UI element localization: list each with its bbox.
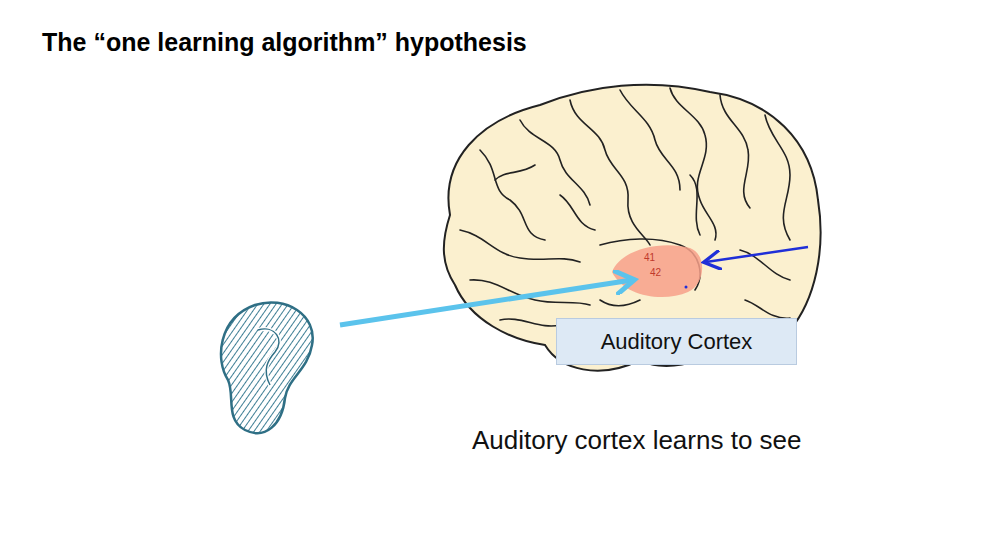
box-label: Auditory Cortex xyxy=(601,329,753,355)
callout-number: 42 xyxy=(650,267,661,278)
caption-text: Auditory cortex learns to see xyxy=(472,425,802,456)
callout-number: 41 xyxy=(644,252,655,263)
slide-title: The “one learning algorithm” hypothesis xyxy=(42,28,527,57)
label-box: Auditory Cortex xyxy=(556,318,797,365)
